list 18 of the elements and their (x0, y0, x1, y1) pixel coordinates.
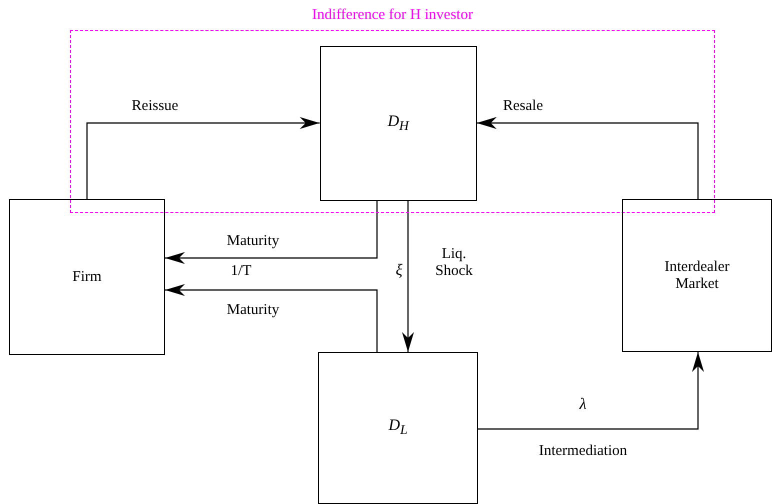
math-symbol: ξ (394, 262, 404, 280)
line-label: Maturity (224, 302, 282, 320)
arrow (402, 200, 414, 352)
arrow (86, 117, 320, 199)
math-symbol: D$_{L}$ (388, 417, 408, 439)
process-box (318, 352, 478, 504)
edge-label: Maturity (224, 233, 282, 250)
box-label: Interdealer Market (664, 258, 730, 292)
math-symbol: D$_{H}$ (388, 112, 409, 134)
process-box (320, 46, 477, 201)
arrow (476, 117, 699, 199)
region-title: Indifference for H investor (311, 7, 474, 24)
arrow (478, 352, 704, 430)
process-box (9, 199, 165, 355)
arrow (165, 284, 378, 352)
arrow (165, 200, 378, 264)
process-box (622, 199, 772, 352)
box-label: Firm (71, 268, 103, 286)
